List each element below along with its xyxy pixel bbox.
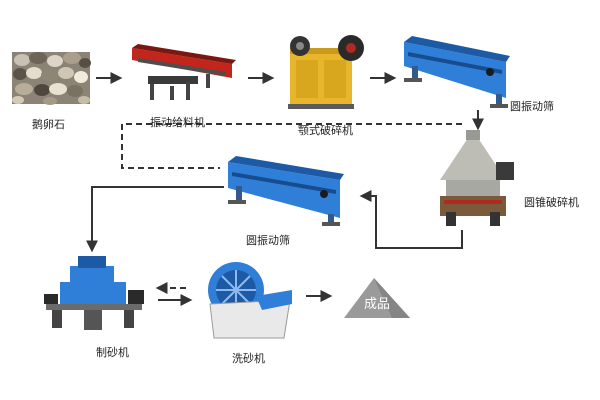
return-arrows xyxy=(121,123,462,294)
screen1-label: 圆振动筛 xyxy=(510,100,554,113)
sand-making-machine xyxy=(44,256,144,330)
return-screen-to-top xyxy=(121,123,462,169)
vibrating-screen-machine-top xyxy=(404,36,510,108)
arrow-cone-to-screen2 xyxy=(359,190,463,249)
jaw-crusher-label: 颚式破碎机 xyxy=(298,124,353,137)
sand-washing-machine xyxy=(208,262,292,339)
feeder-label: 振动给料机 xyxy=(150,116,205,129)
pebbles-image xyxy=(12,52,91,105)
screen2-label: 圆振动筛 xyxy=(246,234,290,247)
flow-arrows xyxy=(86,72,484,302)
vibrating-screen-machine-middle xyxy=(228,156,344,226)
pebbles-label: 鹅卵石 xyxy=(32,118,65,131)
cone-crusher-label: 圆锥破碎机 xyxy=(524,196,579,209)
jaw-crusher-machine xyxy=(288,35,364,109)
product-pile xyxy=(344,278,410,318)
cone-crusher-machine xyxy=(440,130,514,226)
product-label: 成品 xyxy=(364,297,390,312)
sand-maker-label: 制砂机 xyxy=(96,346,129,359)
sand-washer-label: 洗砂机 xyxy=(232,352,265,365)
vibrating-feeder-machine xyxy=(132,44,236,100)
arrow-screen2-to-sandmaker xyxy=(86,186,224,253)
